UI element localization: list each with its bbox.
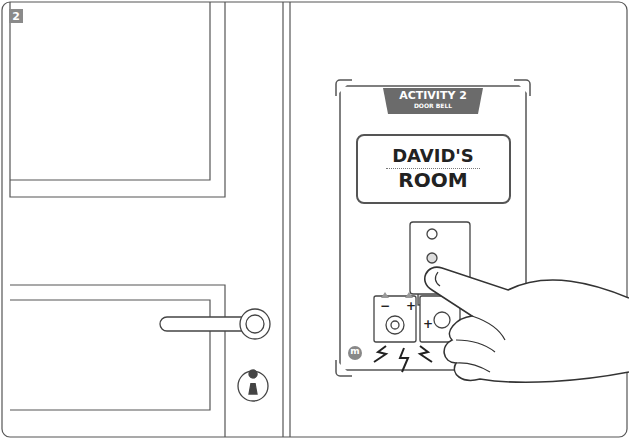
activity-title: ACTIVITY 2 <box>383 90 483 103</box>
step-badge <box>9 9 23 23</box>
keyhole-plate <box>238 371 268 401</box>
sign-room: ROOM <box>398 169 467 192</box>
polarity-plus: + <box>423 318 433 330</box>
door-edge <box>282 2 283 437</box>
logo-mark: m <box>350 347 359 356</box>
header-tab <box>383 88 483 114</box>
fingernail <box>435 272 440 286</box>
sign-name: DAVID'S <box>386 146 480 170</box>
battery <box>391 321 399 329</box>
keyhole <box>249 370 257 394</box>
polarity-minus: − <box>380 300 390 312</box>
logo-dot <box>348 346 362 360</box>
door-panel <box>10 2 225 197</box>
sound-bolts <box>374 346 432 372</box>
battery <box>386 316 404 334</box>
door-panel-inner <box>10 2 210 180</box>
step-number: 2 <box>12 11 20 22</box>
door-panel <box>10 285 225 437</box>
battery-holder <box>374 296 416 342</box>
handle-rose <box>240 309 270 339</box>
door-edge <box>289 2 290 437</box>
arrow-mark <box>381 292 413 298</box>
contact <box>427 253 437 263</box>
buzzer-disc <box>434 312 450 328</box>
polarity-plus: + <box>406 300 416 312</box>
name-plate: DAVID'SROOM <box>356 134 511 204</box>
activity-subtitle: DOOR BELL <box>383 103 483 110</box>
pointing-hand <box>425 267 629 382</box>
finger-lines <box>456 316 505 372</box>
pivot <box>427 229 437 239</box>
handle-rose <box>246 315 264 333</box>
